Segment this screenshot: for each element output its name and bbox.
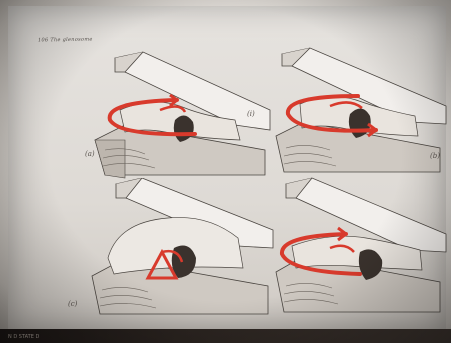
panel-a-label: (a)	[85, 150, 95, 158]
panel-b-right-label: (b)	[430, 152, 440, 160]
bottom-shadow-strip: N D STATE D	[0, 329, 451, 343]
page-header: 106 The glenosome	[38, 37, 93, 44]
footer-text: N D STATE D	[8, 334, 39, 340]
panel-c-illustration	[78, 178, 278, 318]
diagram-panel-a: (a) (i)	[85, 50, 275, 180]
diagram-panel-c: (c)	[78, 178, 278, 318]
panel-d-illustration	[270, 176, 450, 316]
diagram-panel-d	[270, 176, 450, 316]
diagram-panel-b: (b)	[270, 44, 450, 174]
panel-b-illustration	[270, 44, 450, 174]
panel-a-right-label: (i)	[247, 110, 255, 118]
panel-c-label: (c)	[68, 300, 77, 308]
